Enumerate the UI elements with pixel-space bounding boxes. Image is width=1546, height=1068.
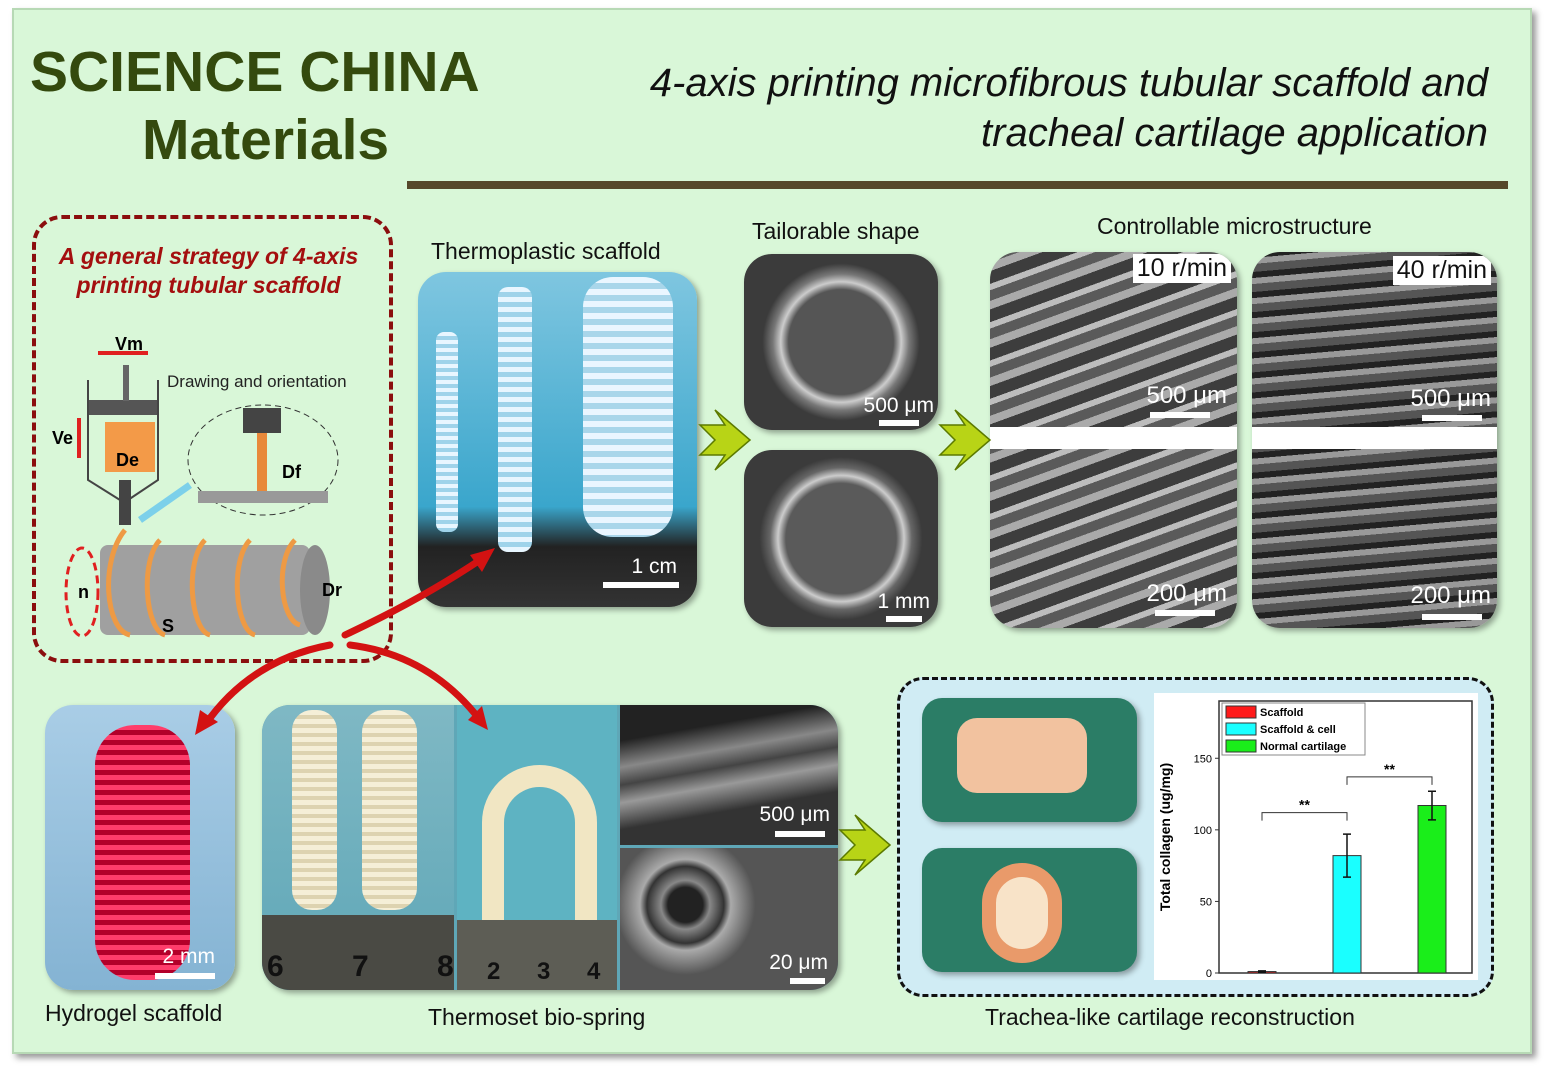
error-bar	[1258, 970, 1266, 974]
scale-label: 500 μm	[1410, 385, 1491, 412]
thermoplastic-label: Thermoplastic scaffold	[431, 238, 661, 264]
significance-label: **	[1384, 761, 1395, 777]
y-axis-label: Total collagen (ug/mg)	[1157, 763, 1173, 911]
ruler-tick: 6	[267, 950, 284, 983]
title-line2: tracheal cartilage application	[981, 111, 1488, 155]
ruler-tick: 2	[487, 958, 501, 985]
thermoset-photos: 6 7 8 2 3 4 500 μm 20 μm	[262, 705, 838, 990]
title-divider	[407, 181, 1508, 189]
scale-label: 1 cm	[631, 555, 677, 578]
sem-10rpm: 10 r/min 500 μm 200 μm	[990, 252, 1237, 628]
journal-line2: Materials	[142, 108, 390, 172]
y-tick-label: 0	[1206, 968, 1212, 980]
error-bar	[1428, 790, 1436, 821]
rotation-arrow-icon	[64, 546, 100, 638]
microstructure-label: Controllable microstructure	[1097, 213, 1372, 239]
green-arrow-icon	[698, 409, 752, 471]
inset-arrow-icon	[137, 482, 193, 523]
scale-label: 500 μm	[1146, 382, 1227, 409]
scale-label: 2 mm	[162, 945, 216, 968]
hydrogel-label: Hydrogel scaffold	[45, 1000, 223, 1026]
sem-40rpm: 40 r/min 500 μm 200 μm	[1252, 252, 1497, 628]
ruler-tick: 4	[587, 958, 601, 985]
ruler-tick: 7	[352, 950, 369, 983]
ruler-tick: 8	[437, 950, 454, 983]
ruler-tick: 3	[537, 958, 551, 985]
circular-scaffold-sem: 500 μm	[744, 254, 938, 430]
legend-swatch	[1225, 705, 1257, 719]
scale-label: 1 mm	[877, 590, 931, 613]
df-label: Df	[282, 462, 302, 482]
y-tick-label: 100	[1194, 825, 1212, 837]
error-bar	[1343, 833, 1351, 878]
thermoset-label: Thermoset bio-spring	[428, 1004, 646, 1030]
scale-label: 200 μm	[1146, 580, 1227, 607]
dr-label: Dr	[322, 580, 342, 600]
bar-2	[1417, 805, 1447, 974]
y-tick-label: 150	[1194, 753, 1212, 765]
significance-bracket	[1261, 812, 1348, 821]
y-tick-label: 50	[1200, 896, 1212, 908]
ink-reservoir	[105, 422, 155, 472]
speed-label: 40 r/min	[1392, 256, 1491, 285]
speed-label: 10 r/min	[1132, 254, 1231, 283]
strategy-heading-line2: printing tubular scaffold	[76, 272, 341, 298]
abstract-title: 4-axis printing microfibrous tubular sca…	[650, 58, 1488, 158]
strategy-heading: A general strategy of 4-axis printing tu…	[36, 242, 381, 300]
cartilage-photo-lumen	[922, 848, 1137, 972]
hydrogel-photo: 2 mm	[45, 705, 235, 990]
s-label: S	[162, 616, 174, 636]
journal-line1: SCIENCE CHINA	[30, 40, 480, 104]
green-arrow-icon	[938, 409, 992, 471]
scale-label: 500 μm	[863, 394, 934, 417]
trachea-label: Trachea-like cartilage reconstruction	[985, 1004, 1355, 1030]
zoom-inset	[187, 404, 339, 516]
green-arrow-icon	[838, 814, 892, 876]
scale-label: 200 μm	[1410, 582, 1491, 609]
legend-label: Normal cartilage	[1260, 741, 1346, 753]
n-label: n	[78, 582, 89, 602]
legend-swatch	[1225, 739, 1257, 753]
printed-fiber	[106, 528, 302, 638]
title-line1: 4-axis printing microfibrous tubular sca…	[649, 61, 1488, 105]
red-arrow-icon	[201, 641, 334, 729]
vm-label: Vm	[115, 334, 143, 354]
printing-schematic: Vm Ve De Drawing and orientation Df n S …	[52, 334, 347, 638]
scale-label: 500 μm	[759, 803, 830, 826]
significance-bracket	[1346, 776, 1433, 785]
legend-label: Scaffold	[1260, 707, 1303, 719]
drawing-label: Drawing and orientation	[167, 372, 347, 391]
cartilage-photo-side	[922, 698, 1137, 822]
red-arrow-icon	[341, 556, 484, 639]
hexagonal-scaffold-sem: 1 mm	[744, 450, 938, 627]
ve-label: Ve	[52, 428, 73, 448]
legend-label: Scaffold & cell	[1260, 724, 1336, 736]
red-arrow-icon	[346, 641, 484, 724]
de-label: De	[116, 450, 139, 470]
significance-label: **	[1299, 797, 1310, 813]
legend-swatch	[1225, 722, 1257, 736]
strategy-heading-line1: A general strategy of 4-axis	[58, 243, 359, 269]
strategy-box	[32, 215, 393, 663]
thermoplastic-photo: 1 cm	[418, 272, 697, 607]
journal-name: SCIENCE CHINA Materials	[30, 38, 480, 174]
tailorable-label: Tailorable shape	[752, 218, 920, 244]
scale-label: 20 μm	[769, 951, 828, 974]
